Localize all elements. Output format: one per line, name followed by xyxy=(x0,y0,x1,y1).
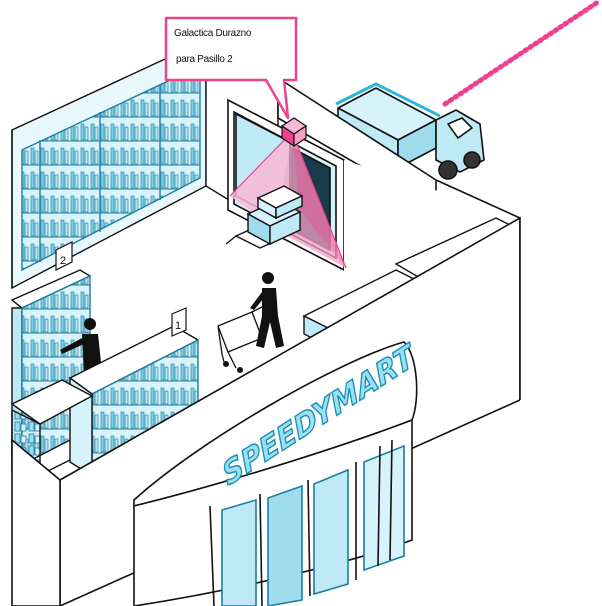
aisle-marker-1-label: 1 xyxy=(175,320,181,332)
signal-dotted-line xyxy=(445,2,598,104)
aisle-marker-2-label: 2 xyxy=(60,255,66,267)
callout-line-1: Galactica Durazno xyxy=(174,28,251,39)
callout-line-2: para Pasillo 2 xyxy=(176,54,232,65)
